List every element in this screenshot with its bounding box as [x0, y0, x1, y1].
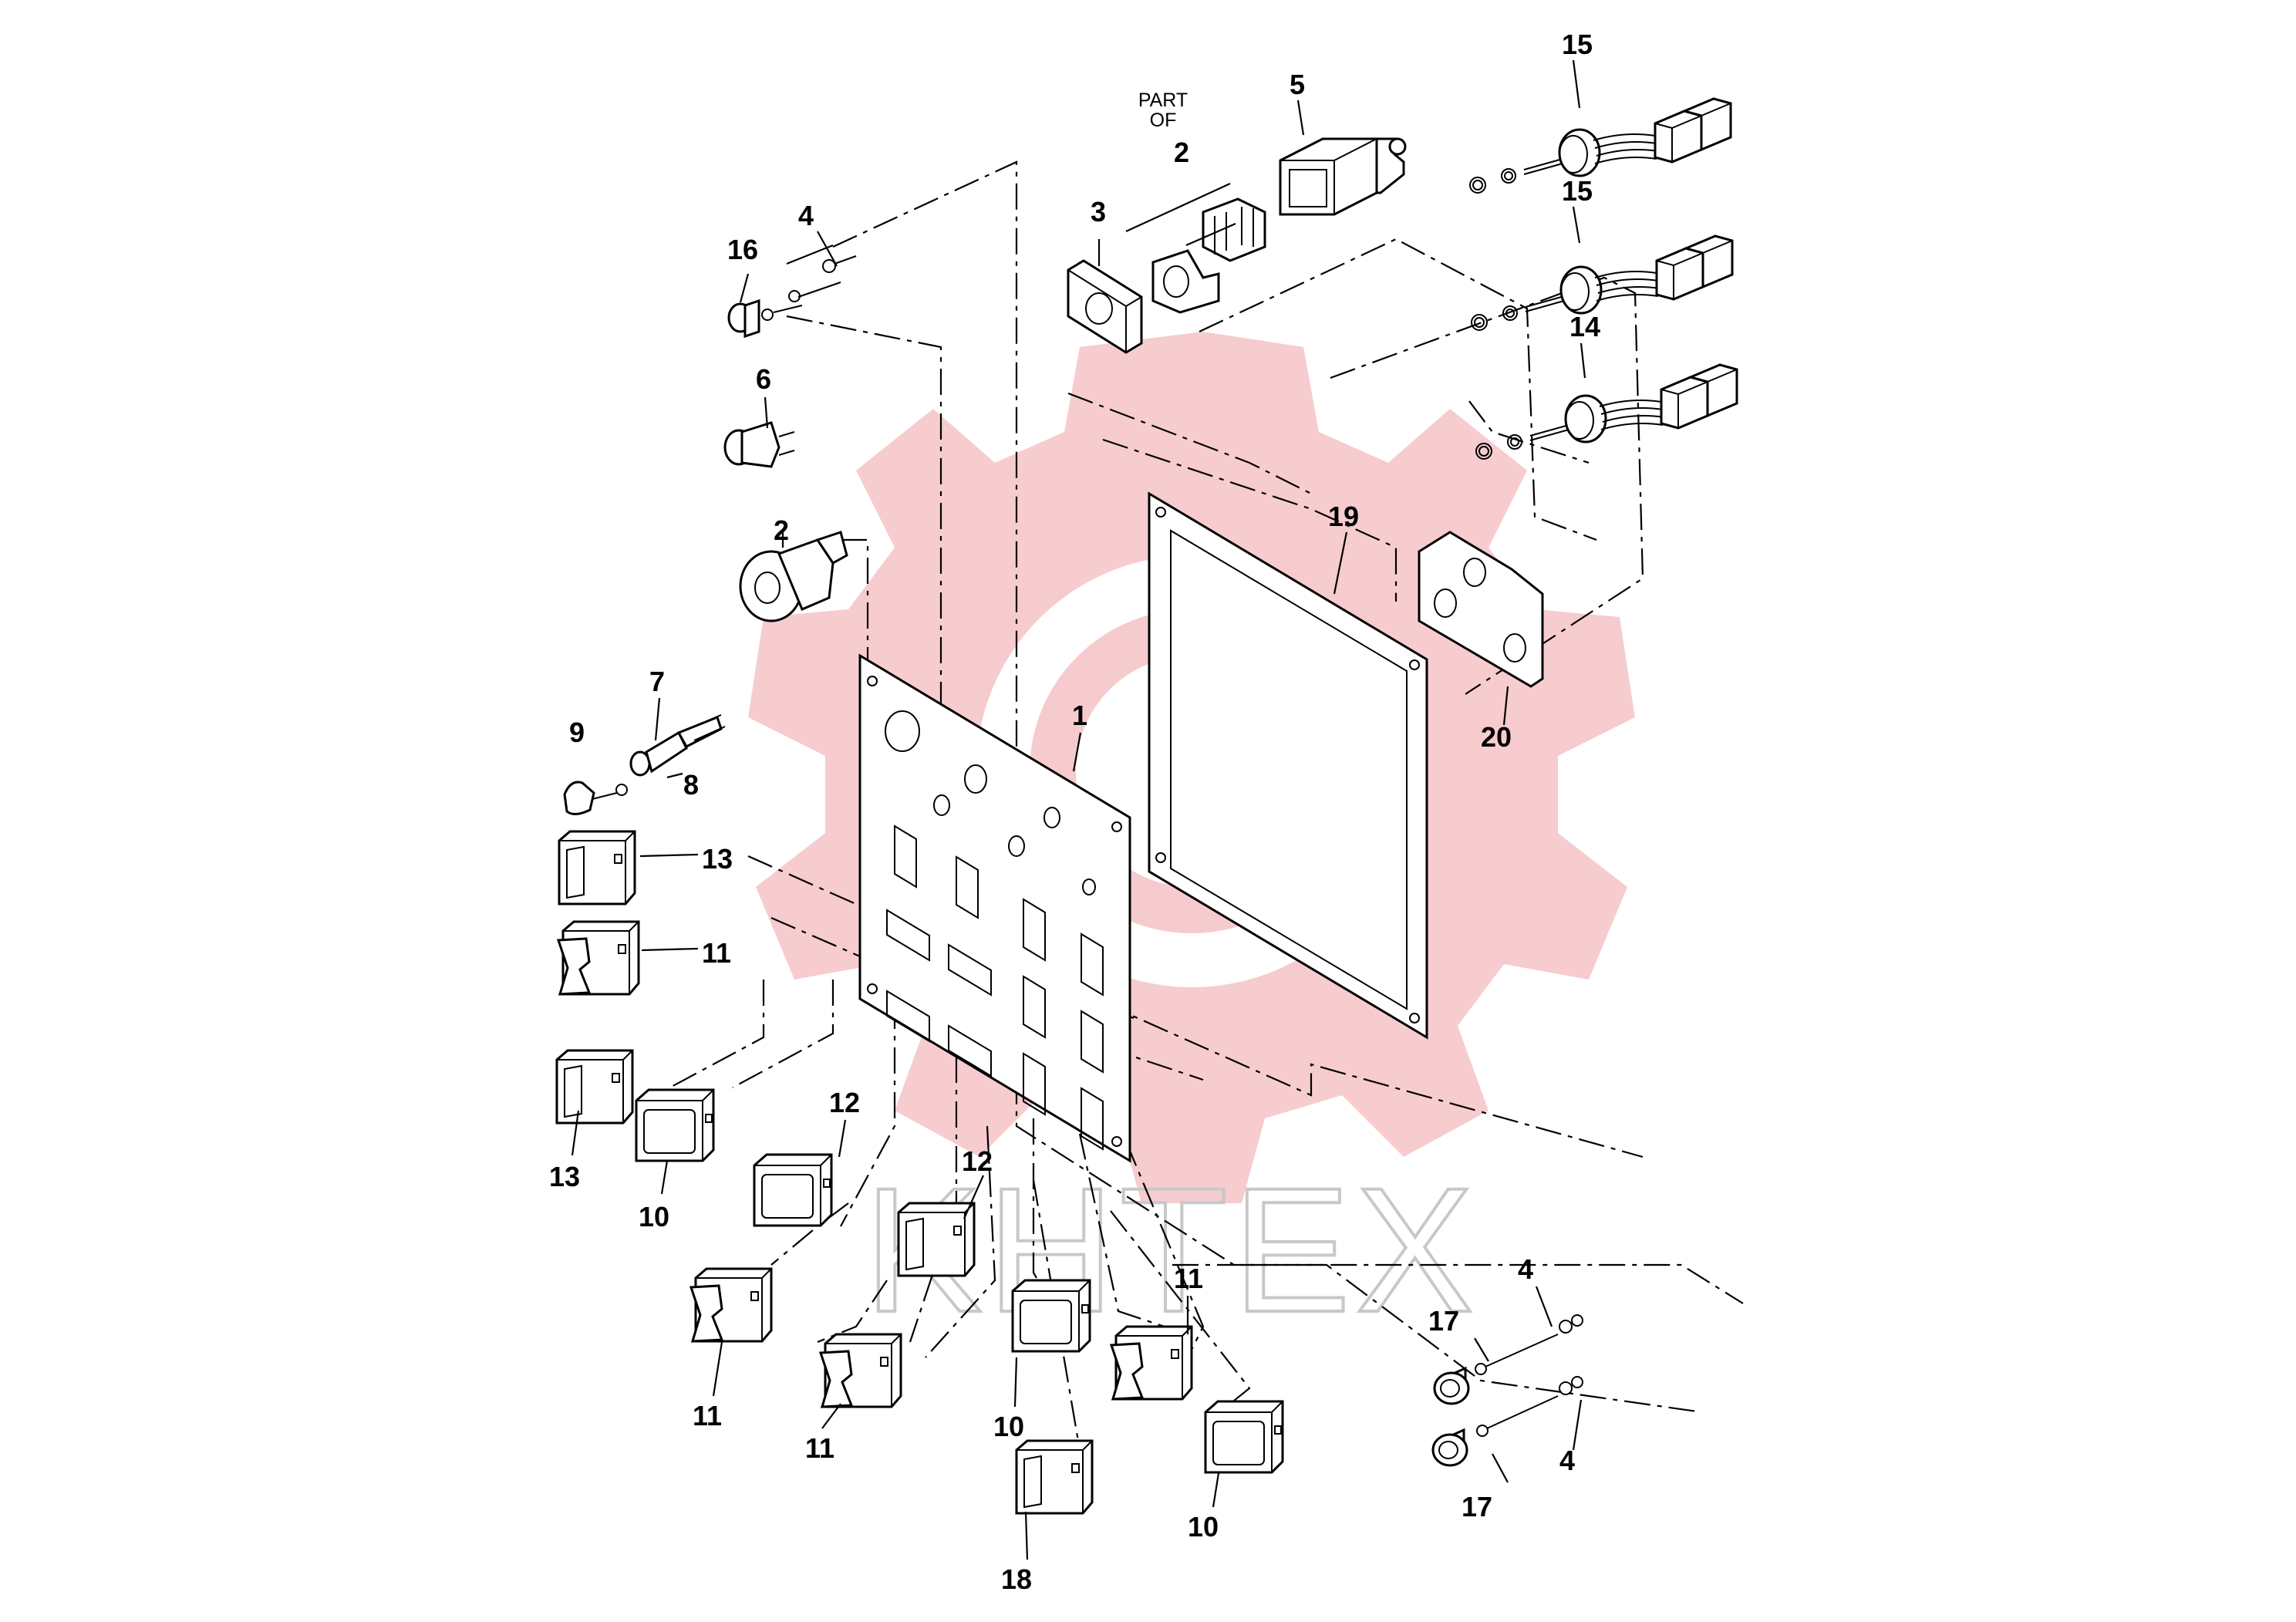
- bracket-part-20: [1418, 531, 1544, 688]
- callout-9: 9: [569, 717, 585, 748]
- switch-part-10-center: [1011, 1279, 1091, 1353]
- callout-3: 3: [1091, 196, 1106, 228]
- switch-part-13-lower: [555, 1049, 634, 1125]
- callout-10-right: 10: [1188, 1511, 1219, 1543]
- callout-13-upper: 13: [702, 843, 733, 875]
- part-of-note-line2: OF: [1150, 110, 1177, 131]
- callout-4-lower: 4: [1559, 1445, 1575, 1476]
- bulb-part-9: [563, 781, 628, 815]
- potentiometer-part-14: [1475, 363, 1738, 460]
- callout-12-center: 12: [962, 1145, 993, 1177]
- switch-body-part-2: [1151, 197, 1266, 314]
- callout-11-right: 11: [1174, 1263, 1203, 1294]
- callout-14: 14: [1569, 311, 1600, 342]
- switch-part-12-left: [753, 1153, 833, 1227]
- switch-part-11-center: [819, 1333, 902, 1408]
- gasket-part-19: [1148, 491, 1428, 1040]
- callout-2-upper: 2: [1174, 137, 1189, 168]
- callout-12-left: 12: [829, 1087, 860, 1118]
- callout-4-middle: 4: [1518, 1253, 1533, 1285]
- callout-17-lower: 17: [1462, 1491, 1492, 1523]
- part-of-note-line1: PART: [1138, 89, 1188, 111]
- callout-5: 5: [1290, 69, 1305, 100]
- lamp-part-17-upper: [1433, 1314, 1583, 1405]
- bezel-part-3: [1067, 259, 1143, 354]
- callout-2-lower: 2: [774, 514, 789, 546]
- callout-17-upper: 17: [1428, 1305, 1459, 1337]
- switch-part-13-top: [558, 830, 636, 905]
- callout-4-upper: 4: [798, 200, 814, 231]
- callout-8: 8: [683, 769, 699, 801]
- switch-part-12-center: [897, 1202, 976, 1277]
- indicator-part-6: [723, 421, 795, 468]
- switch-part-10-left: [635, 1088, 715, 1162]
- lamp-part-17-lower: [1431, 1376, 1583, 1467]
- potentiometer-part-15-upper: [1468, 97, 1732, 194]
- callout-15-upper: 15: [1562, 29, 1593, 60]
- cap-part-5: [1279, 137, 1407, 216]
- mushroom-button-part-2: [739, 531, 848, 622]
- callout-20: 20: [1481, 721, 1512, 753]
- callout-leaders: [571, 59, 1586, 1560]
- callout-10-left: 10: [639, 1201, 669, 1233]
- callout-6: 6: [756, 363, 771, 395]
- callout-13-lower: 13: [549, 1161, 580, 1192]
- potentiometer-part-15-lower: [1470, 234, 1734, 332]
- callout-11-left: 11: [693, 1400, 722, 1431]
- lamp-part-16: [727, 255, 857, 339]
- socket-part-7: [629, 714, 726, 777]
- callout-16: 16: [727, 234, 758, 265]
- callout-11-upper: 11: [702, 937, 731, 969]
- callout-10-center: 10: [993, 1411, 1024, 1442]
- switch-part-11-right: [1110, 1325, 1193, 1401]
- callout-11-center: 11: [805, 1432, 834, 1464]
- callout-19: 19: [1328, 501, 1359, 532]
- switch-part-18: [1015, 1439, 1094, 1515]
- switch-part-11-top: [557, 920, 640, 996]
- callout-7: 7: [649, 666, 665, 697]
- switch-part-10-right: [1204, 1400, 1284, 1474]
- callout-15-lower: 15: [1562, 175, 1593, 207]
- panel-part-1: [858, 653, 1131, 1163]
- callout-1: 1: [1072, 700, 1087, 731]
- switch-part-11-left: [689, 1267, 773, 1343]
- callout-18: 18: [1001, 1563, 1032, 1595]
